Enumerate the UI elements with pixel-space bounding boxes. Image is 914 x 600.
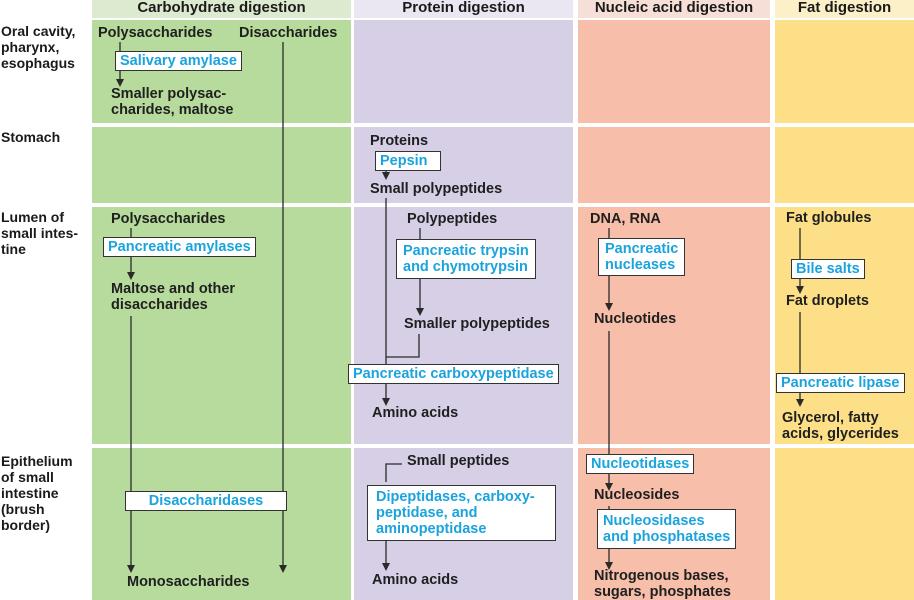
- nucleic-stomach-cell: [578, 127, 770, 203]
- row-label-stomach: Stomach: [1, 129, 61, 145]
- carboxypeptidase-box: Pancreatic carboxypeptidase: [348, 364, 559, 384]
- connector-smaller-polypeptides: [386, 334, 420, 358]
- carb-polysaccharides-lumen: Polysaccharides: [111, 211, 226, 227]
- fat-droplets: Fat droplets: [786, 293, 869, 309]
- protein-amino-acids-epithelium: Amino acids: [372, 572, 459, 588]
- pepsin-box: Pepsin: [375, 151, 441, 171]
- pancreatic-amylases-box: Pancreatic amylases: [103, 237, 256, 257]
- protein-smaller-polypeptides: Smaller polypeptides: [404, 316, 550, 332]
- protein-column-header: Protein digestion: [354, 0, 573, 18]
- protein-polypeptides: Polypeptides: [407, 211, 498, 227]
- nucleic-nucleotides: Nucleotides: [594, 311, 677, 327]
- nucleotidases-box: Nucleotidases: [586, 454, 695, 474]
- protein-oral-cell: [354, 20, 573, 123]
- connector-small-peptides: [385, 463, 402, 482]
- protein-small-polypeptides: Small polypeptides: [370, 181, 503, 197]
- nucleases-box: Pancreatic nucleases: [598, 238, 686, 276]
- fat-column-header: Fat digestion: [775, 0, 914, 18]
- carb-column-header: Carbohydrate digestion: [92, 0, 351, 18]
- trypsin-box: Pancreatic trypsin and chymotrypsin: [396, 239, 536, 279]
- nucleic-oral-cell: [578, 20, 770, 123]
- carb-stomach-cell: [92, 127, 351, 203]
- nucleic-dna-rna: DNA, RNA: [590, 211, 661, 227]
- protein-amino-acids-lumen: Amino acids: [372, 405, 459, 421]
- nucleic-column-header: Nucleic acid digestion: [578, 0, 770, 18]
- dipeptidases-box: Dipeptidases, carboxy- peptidase, and am…: [367, 485, 556, 541]
- fat-glycerol: Glycerol, fatty acids, glycerides: [782, 410, 899, 442]
- bile-salts-box: Bile salts: [791, 259, 865, 279]
- fat-globules: Fat globules: [786, 210, 872, 226]
- carb-polysaccharides: Polysaccharides: [98, 25, 213, 41]
- lipase-box: Pancreatic lipase: [776, 373, 905, 393]
- fat-stomach-cell: [775, 127, 914, 203]
- row-label-lumen: Lumen of small intes- tine: [1, 209, 79, 257]
- row-label-oral: Oral cavity, pharynx, esophagus: [1, 23, 76, 71]
- fat-epithelium-cell: [775, 448, 914, 600]
- nucleic-bases: Nitrogenous bases, sugars, phosphates: [594, 568, 731, 600]
- nucleosidases-box: Nucleosidases and phosphatases: [597, 509, 737, 549]
- carb-smaller-polysac: Smaller polysac- charides, maltose: [111, 86, 234, 118]
- protein-small-peptides: Small peptides: [407, 453, 510, 469]
- carb-monosaccharides: Monosaccharides: [127, 574, 250, 590]
- carb-disaccharides: Disaccharides: [239, 25, 338, 41]
- disaccharidases-box: Disaccharidases: [125, 491, 287, 511]
- carb-oral-cell: [92, 20, 351, 123]
- fat-oral-cell: [775, 20, 914, 123]
- carb-epithelium-cell: [92, 448, 351, 600]
- protein-proteins: Proteins: [370, 133, 429, 149]
- salivary-amylase-box: Salivary amylase: [115, 51, 242, 71]
- nucleic-nucleosides: Nucleosides: [594, 487, 680, 503]
- row-label-epithelium: Epithelium of small intestine (brush bor…: [1, 453, 73, 533]
- carb-maltose-other: Maltose and other disaccharides: [111, 281, 236, 313]
